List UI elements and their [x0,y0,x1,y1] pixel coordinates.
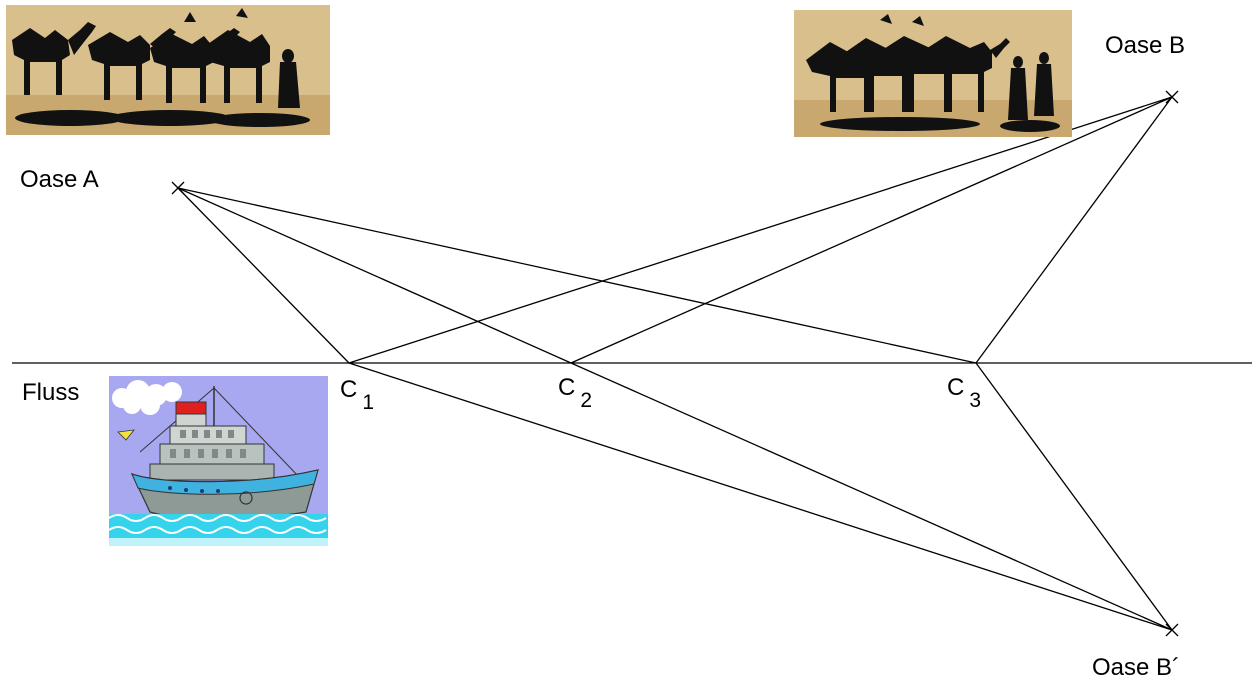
marker-oasis-b-mirror [1165,623,1179,637]
label-c1-letter: C [340,376,358,403]
line-c2-b [570,96,1173,364]
label-c3-index: 3 [969,389,982,412]
line-a-c1 [177,187,350,364]
label-c1-index: 1 [362,391,375,414]
label-oasis-b-mirror: Oase B´ [1092,654,1181,681]
line-c2-bm [570,362,1173,631]
line-c3-bm [975,362,1173,631]
lines-to-oasis-b [348,96,1173,364]
label-oasis-a: Oase A [20,166,99,193]
line-c1-bm [348,362,1173,631]
label-c2-index: 2 [580,389,593,412]
label-c2-letter: C [558,374,576,401]
lines-to-oasis-b-mirror [348,362,1173,631]
lines-from-oasis-a [177,187,977,364]
label-river: Fluss [22,379,80,406]
caravan-photo-left [6,5,330,135]
point-markers [171,90,1179,637]
line-c3-b [975,96,1173,364]
caravan-photo-right [794,10,1072,137]
label-oasis-b: Oase B [1105,32,1186,59]
label-c3-letter: C [947,374,965,401]
line-a-c3 [177,187,977,364]
line-c1-b [348,96,1173,364]
marker-oasis-b [1165,90,1179,104]
line-a-c2 [177,187,572,364]
marker-oasis-a [171,181,185,195]
ship-illustration [108,376,328,546]
